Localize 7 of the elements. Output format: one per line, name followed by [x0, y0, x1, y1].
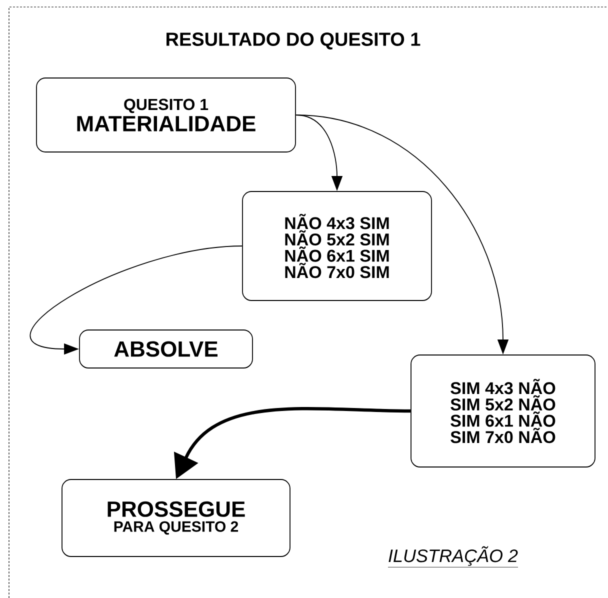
text-box: NÃO 4x3 SIM NÃO 5x2 SIM NÃO 6x1 SIM NÃO 7x0 SIM	[242, 191, 432, 301]
text-box: SIM 4x3 NÃO SIM 5x2 NÃO SIM 6x1 NÃO SIM 7x0 NÃO	[410, 354, 596, 468]
text-box: QUESITO 1 MATERIALIDADE	[36, 78, 296, 152]
title: RESULTADO DO QUESITO 1	[166, 32, 420, 50]
illustration-caption: ILUSTRAÇÃO 2	[388, 546, 518, 568]
text-box: ABSOLVE	[79, 330, 253, 368]
text-box: PROSSEGUE PARA QUESITO 2	[62, 479, 290, 557]
